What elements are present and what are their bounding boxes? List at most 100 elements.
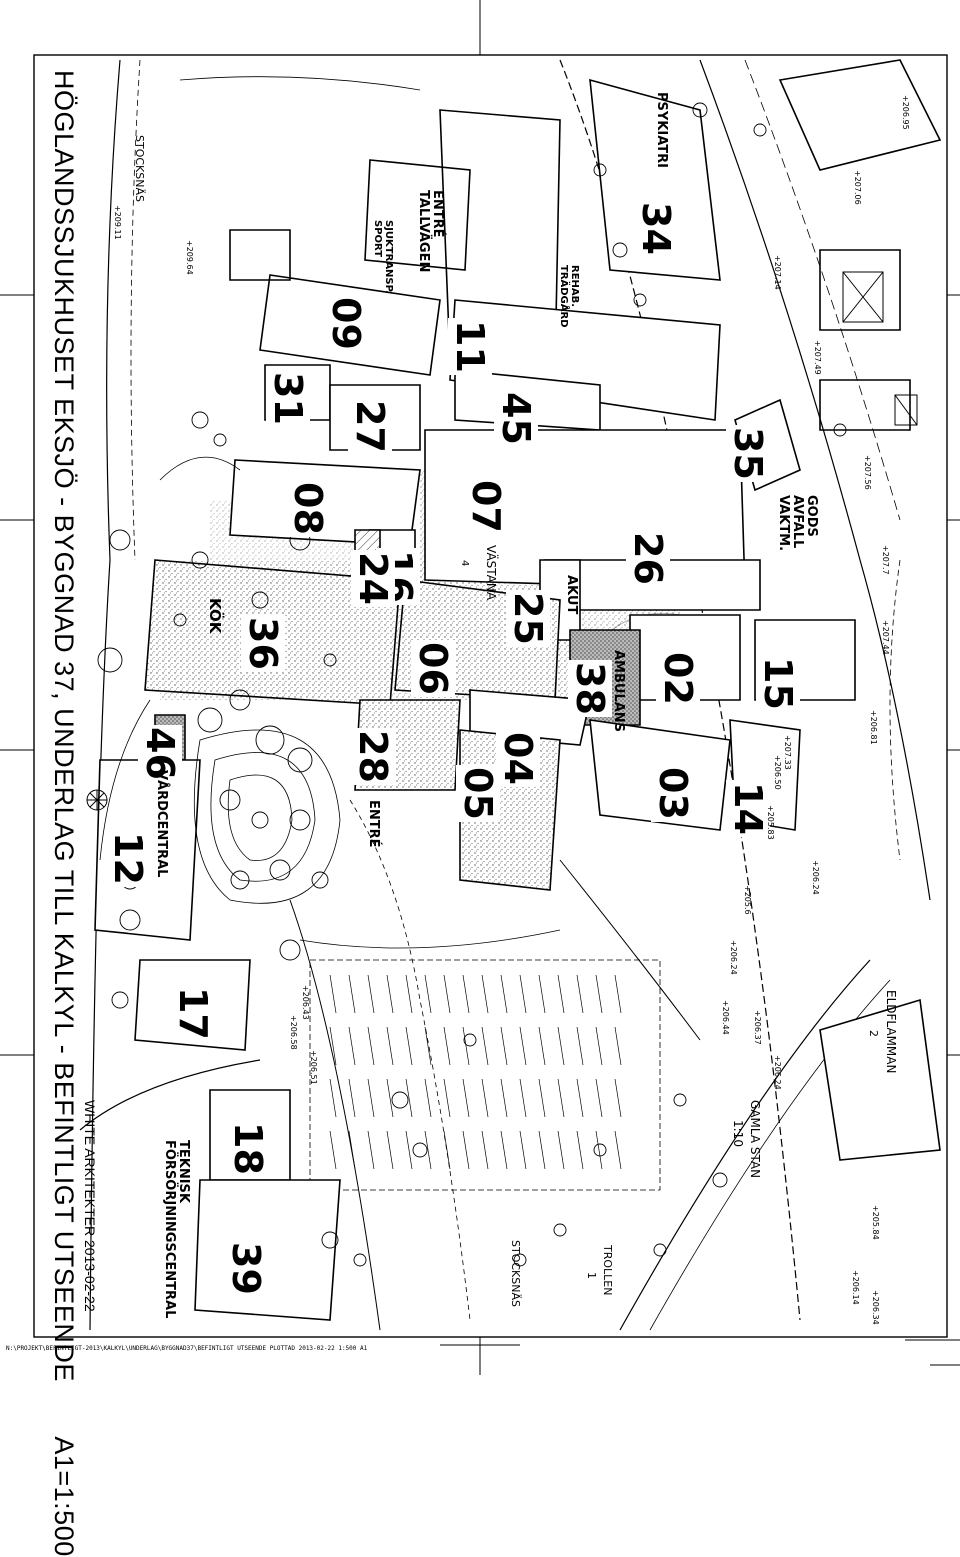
building-number-08: 08 [286,480,330,537]
sheet-title: HÖGLANDSSJUKHUSET EKSJÖ - BYGGNAD 37, UN… [48,70,79,1557]
tree [119,909,141,931]
garden-contours [99,456,341,904]
building-number-24: 24 [351,550,395,607]
parking-stall-line [424,974,432,1014]
spot-height: +206.50 [773,755,782,790]
parking-stall-line [595,1078,603,1118]
building-number-02: 02 [656,650,700,707]
parking-stall-line [614,1130,622,1170]
building-number-27: 27 [348,398,392,455]
parking-stall-line [557,1026,565,1066]
parking-stall-line [386,1078,394,1118]
parking-stall-line [443,1130,451,1170]
building-number-31: 31 [266,370,310,427]
spot-height: +205.84 [871,1205,880,1240]
spot-height: +207.14 [773,255,782,290]
tree [321,1231,339,1249]
label-vastana-number: 4 [459,560,470,567]
spot-height: +206.34 [871,1290,880,1325]
building-number-11: 11 [448,318,492,375]
parking-stall-line [405,1078,413,1118]
building-number-34: 34 [634,200,678,257]
spot-height: +206.95 [901,95,910,130]
parking-stall-line [519,974,527,1014]
tree [463,1033,477,1047]
building-number-39: 39 [224,1240,268,1297]
parking-stall-line [462,1130,470,1170]
tree [653,1243,667,1257]
label-psykiatri: PSYKIATRI [654,92,669,168]
parking-stall-line [500,1130,508,1170]
parking-stall-line [576,1078,584,1118]
parking-stall-line [348,974,356,1014]
parking-stall-line [481,1026,489,1066]
tree [279,939,301,961]
parking-stall-line [538,1026,546,1066]
tree [633,293,647,307]
parking-stall-line [386,974,394,1014]
parking-stall-line [386,1026,394,1066]
parking-stall-line [462,1026,470,1066]
building-number-15: 15 [756,655,800,712]
spot-height: +209.64 [185,240,194,275]
parking-stall-line [576,1026,584,1066]
parking-stall-line [519,1130,527,1170]
tree [97,647,123,673]
parking-stall-line [500,1026,508,1066]
parking-stall-line [329,974,337,1014]
spot-height: +206.81 [869,710,878,745]
parking-stall-line [557,1078,565,1118]
parking-stall-line [386,1130,394,1170]
building-number-09: 09 [324,295,368,352]
spot-height: +209.11 [113,205,122,240]
spot-height: +206.24 [729,940,738,975]
parking-stall-line [538,1130,546,1170]
tree [353,1253,367,1267]
tree [593,163,607,177]
spot-height: +207.44 [881,620,890,655]
parking-stall-line [481,1130,489,1170]
parking-stall-line [595,1026,603,1066]
parking-stall-line [367,1130,375,1170]
parking-stall-line [614,1026,622,1066]
sheet-scale: A1=1:500 [49,1436,79,1557]
building-number-38: 38 [568,660,612,717]
label-stocksnas-top: STOCKSNÄS [133,135,146,202]
parking-stall-line [348,1130,356,1170]
label-rehab: REHAB. TRÄDGÅRD [558,265,580,328]
parking-stall-line [557,974,565,1014]
parking-stall-line [443,974,451,1014]
sheet-credit-text: WHITE ARKITEKTER 2013-02-22 [82,1100,98,1312]
parking-stall-line [405,1130,413,1170]
parking-stall-line [329,1078,337,1118]
parking-stall-line [538,1078,546,1118]
building-number-03: 03 [651,765,695,822]
building-number-45: 45 [494,390,538,447]
tree [251,811,269,829]
tree [219,789,241,811]
parking-stall-line [348,1026,356,1066]
building-number-04: 04 [496,730,540,787]
spot-height: +207.49 [813,340,822,375]
spot-height: +207.06 [853,170,862,205]
map-symbols [86,271,918,811]
tree [213,433,227,447]
tree [269,859,291,881]
tree [230,870,250,890]
spot-height: +207.56 [863,455,872,490]
tree [673,1093,687,1107]
tree [513,1253,527,1267]
spot-height: +206.43 [301,985,310,1020]
label-gamla-stan: GAMLA STAN [748,1100,762,1179]
label-eldflamman-number: 2 [867,1030,880,1037]
label-teknisk: TEKNISK FÖRSÖRJNINGSCENTRAL [162,1140,191,1319]
spot-height: +206.51 [309,1050,318,1085]
parking-stall-line [424,1130,432,1170]
label-gamla-stan-number: 1:10 [731,1120,745,1147]
label-sjuktransport: SJUKTRANSP. SPORT [372,220,394,294]
parking-stall-line [405,1026,413,1066]
label-kok: KÖK [206,598,224,634]
parking-stall-line [367,1078,375,1118]
tree [593,1143,607,1157]
spot-height: +206.14 [851,1270,860,1305]
